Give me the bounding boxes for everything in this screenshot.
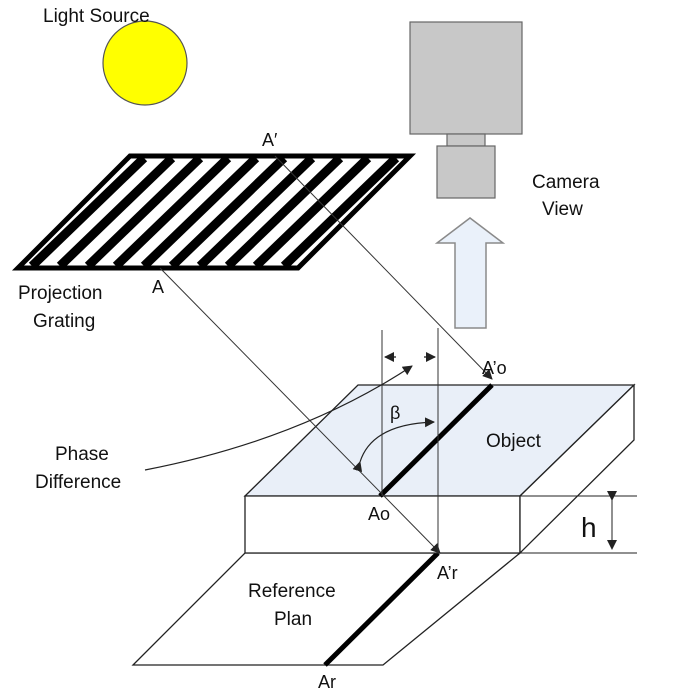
grating-stripe [224, 154, 344, 270]
reference-plane [131, 552, 522, 666]
grating-stripe [140, 154, 260, 270]
height-label: h [581, 512, 597, 543]
camera-view-label-line2: View [542, 199, 583, 220]
grating-stripe [168, 154, 288, 270]
grating-stripe [112, 154, 232, 270]
light-source-icon [102, 20, 188, 106]
camera-icon [409, 21, 523, 199]
ar-label: Ar [318, 672, 336, 692]
beta-angle-arc [352, 417, 435, 473]
object-label: Object [486, 431, 542, 452]
grating-stripe [196, 154, 316, 270]
grating-stripe [84, 154, 204, 270]
camera-view-label-line1: Camera [532, 172, 600, 193]
reference-plan-label-line1: Reference [248, 581, 336, 602]
a-prime-o-label: A’o [482, 358, 507, 378]
grating-stripe [56, 154, 176, 270]
phase-difference-label-line2: Difference [35, 472, 121, 493]
ao-label: Ao [368, 504, 390, 524]
projection-grating-label-line1: Projection [18, 283, 103, 304]
light-source-label: Light Source [43, 6, 150, 27]
reference-plan-label-line2: Plan [274, 609, 312, 630]
camera-view-arrow-icon [434, 217, 506, 329]
object-projection-line [378, 383, 494, 498]
phase-difference-leader [144, 365, 413, 471]
projection-rays [159, 155, 493, 554]
grating-stripe [280, 154, 400, 270]
projection-grating-label-line2: Grating [33, 311, 95, 332]
grating-stripe [252, 154, 372, 270]
a-prime-r-label: A’r [437, 563, 458, 583]
a-prime-label: A′ [262, 130, 278, 150]
height-dimension [520, 491, 637, 554]
phase-difference-label-line1: Phase [55, 444, 109, 465]
projection-grating [11, 153, 417, 271]
object-box [243, 383, 636, 555]
beta-label: β [390, 403, 400, 423]
a-label: A [152, 277, 164, 297]
grating-stripe [28, 154, 148, 270]
reference-projection-line [323, 551, 440, 667]
